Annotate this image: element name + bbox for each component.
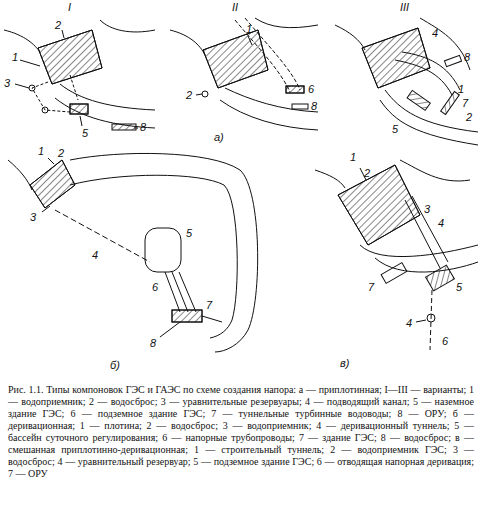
callout-number: 5 [82, 128, 88, 139]
callout-number: 1 [458, 84, 464, 95]
callout-number: 5 [392, 124, 398, 135]
callout-number: 7 [368, 282, 374, 293]
callout-number: 2 [55, 20, 61, 31]
callout-number: 2 [364, 168, 370, 179]
callout-number: 2 [466, 112, 472, 123]
callout-number: 1 [38, 146, 44, 157]
callout-number: 8 [150, 338, 156, 349]
panel-label: II [232, 2, 238, 13]
callout-number: 8 [140, 122, 146, 133]
panel-label: III [400, 2, 409, 13]
callout-number: 2 [186, 90, 192, 101]
panel-label: I [68, 2, 71, 13]
callout-number: 1 [246, 24, 252, 35]
panel-label: б) [110, 360, 120, 371]
callout-number: 2 [58, 148, 64, 159]
callout-number: 5 [456, 282, 462, 293]
panel-label: а) [214, 132, 224, 143]
callout-number: 6 [152, 282, 158, 293]
callout-number: 3 [30, 212, 36, 223]
callout-number: 8 [464, 52, 470, 63]
callout-number: 7 [462, 98, 468, 109]
callout-number: 4 [92, 250, 98, 261]
callout-number: 8 [311, 101, 317, 112]
callout-number: 4 [438, 218, 444, 229]
callout-number: 6 [308, 84, 314, 95]
callout-number: 3 [4, 78, 10, 89]
callout-number: 3 [424, 204, 430, 215]
callout-number: 7 [206, 300, 212, 311]
callout-number: 4 [406, 318, 412, 329]
callout-number: 5 [186, 228, 192, 239]
callout-number: 4 [432, 28, 438, 39]
callout-number: 1 [350, 152, 356, 163]
callout-number: 1 [12, 52, 18, 63]
callout-number: 6 [442, 336, 448, 347]
panel-label: в) [340, 358, 349, 369]
figure-caption: Рис. 1.1. Типы компоновок ГЭС и ГАЭС по … [8, 384, 474, 480]
